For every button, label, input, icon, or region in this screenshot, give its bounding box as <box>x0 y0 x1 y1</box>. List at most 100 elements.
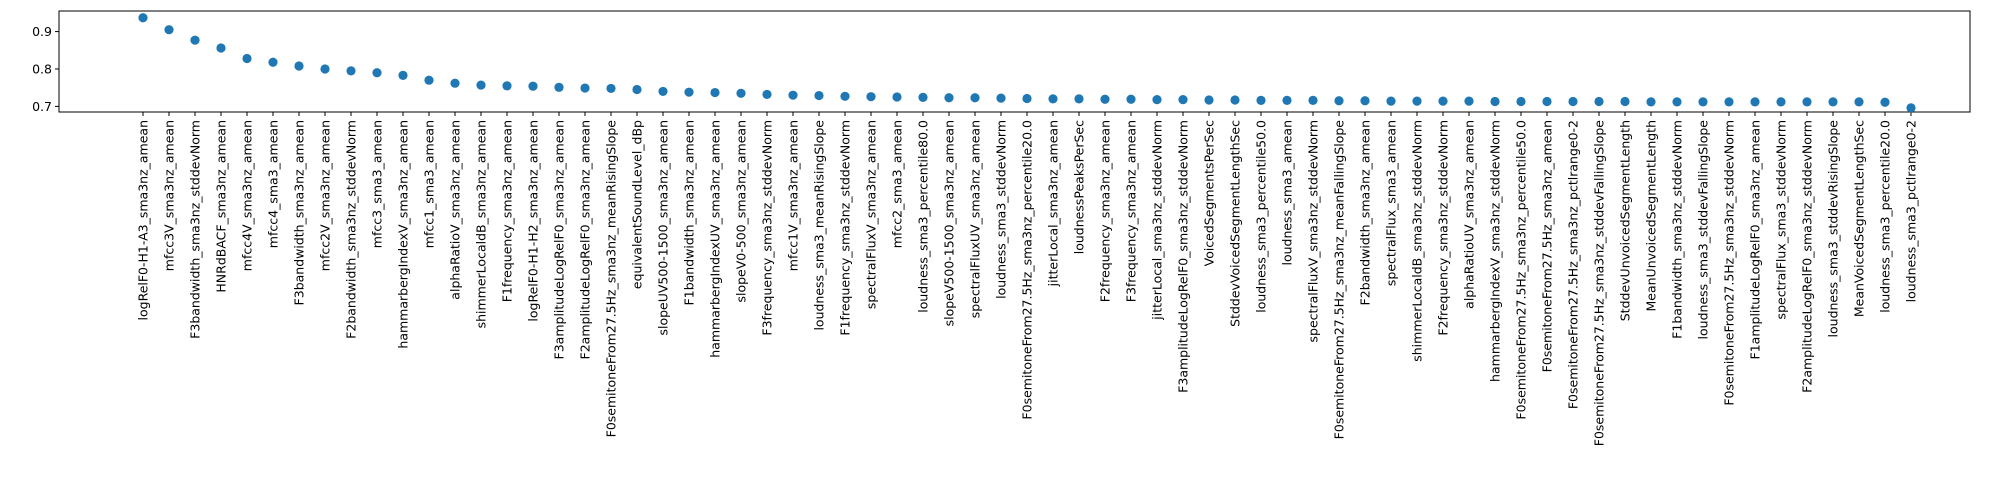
x-tick-label: logRelF0-H1-H2_sma3nz_amean <box>526 120 541 322</box>
data-point <box>1646 97 1656 107</box>
x-tick-label: F3frequency_sma3nz_stddevNorm <box>760 120 775 336</box>
data-point <box>1282 95 1292 106</box>
data-point <box>736 88 746 98</box>
x-tick-label: mfcc3V_sma3nz_amean <box>162 120 177 271</box>
x-tick-label: loudness_sma3_percentile20.0 <box>1878 120 1893 313</box>
data-point <box>1906 103 1916 113</box>
data-point <box>1178 95 1188 105</box>
x-tick-label: F3amplitudeLogRelF0_sma3nz_amean <box>552 120 567 359</box>
x-tick-label: mfcc2V_sma3nz_amean <box>318 120 333 271</box>
x-tick-label: F3amplitudeLogRelF0_sma3nz_stddevNorm <box>1176 120 1191 393</box>
data-point <box>970 93 980 103</box>
data-point <box>1100 94 1110 104</box>
x-tick-label: loudness_sma3_meanRisingSlope <box>812 120 827 331</box>
data-point <box>1490 96 1500 107</box>
data-point <box>1152 95 1162 105</box>
x-tick-label: F0semitoneFrom27.5Hz_sma3nz_percentile20… <box>1020 120 1035 420</box>
data-point <box>1386 96 1396 106</box>
y-tick-label: 0.9 <box>32 24 52 39</box>
x-tick-label: mfcc1_sma3_amean <box>422 120 437 248</box>
x-tick-label: jitterLocal_sma3nz_stddevNorm <box>1150 120 1165 321</box>
x-tick-label: loudnessPeaksPerSec <box>1072 120 1087 254</box>
data-point <box>1672 97 1682 107</box>
data-point <box>190 35 200 45</box>
x-tick-label: F0semitoneFrom27.5Hz_sma3nz_amean <box>1540 120 1555 372</box>
data-point <box>1048 94 1058 104</box>
x-tick-label: F2frequency_sma3nz_stddevNorm <box>1436 120 1451 336</box>
x-tick-label: mfcc4V_sma3nz_amean <box>240 120 255 271</box>
x-tick-label: shimmerLocaldB_sma3nz_amean <box>474 120 489 328</box>
data-point <box>996 93 1006 103</box>
y-tick-label: 0.8 <box>32 61 52 76</box>
x-tick-label: F1bandwidth_sma3nz_stddevNorm <box>1670 120 1685 339</box>
x-tick-label: StddevVoicedSegmentLengthSec <box>1228 120 1243 327</box>
x-tick-label: F2frequency_sma3nz_amean <box>1098 120 1113 302</box>
x-tick-label: StddevUnvoicedSegmentLength <box>1618 120 1633 321</box>
x-tick-label: loudness_sma3_percentile80.0 <box>916 120 931 313</box>
x-tick-label: VoicedSegmentsPerSec <box>1202 120 1217 267</box>
data-point <box>1334 96 1344 106</box>
data-point <box>1074 94 1084 104</box>
data-point <box>216 43 226 53</box>
data-point <box>632 84 642 95</box>
x-tick-label: MeanVoicedSegmentLengthSec <box>1852 120 1867 317</box>
x-tick-label: loudness_sma3_stddevFallingSlope <box>1696 120 1711 340</box>
x-tick-label: loudness_sma3_stddevNorm <box>994 120 1009 299</box>
x-tick-label: F0semitoneFrom27.5Hz_sma3nz_stddevNorm <box>1722 120 1737 406</box>
x-tick-label: mfcc4_sma3_amean <box>266 120 281 248</box>
x-tick-label: F1amplitudeLogRelF0_sma3nz_amean <box>1748 120 1763 359</box>
data-point <box>788 90 798 100</box>
x-tick-label: mfcc3_sma3_amean <box>370 120 385 248</box>
data-point <box>684 87 694 97</box>
data-point <box>372 68 382 78</box>
data-point <box>1022 93 1032 104</box>
data-point <box>398 70 408 80</box>
data-point <box>268 57 278 67</box>
x-tick-label: F1bandwidth_sma3nz_amean <box>682 120 697 305</box>
data-point <box>1776 97 1786 107</box>
x-tick-label: hammarbergIndexV_sma3nz_amean <box>396 120 411 349</box>
x-tick-label: spectralFluxV_sma3nz_stddevNorm <box>1306 120 1321 342</box>
data-point <box>1126 94 1136 104</box>
data-points <box>138 13 1916 113</box>
x-tick-label: mfcc2_sma3_amean <box>890 120 905 248</box>
data-point <box>450 78 460 88</box>
y-axis: 0.70.80.9 <box>32 24 59 114</box>
data-point <box>1724 97 1734 107</box>
x-tick-label: alphaRatioV_sma3nz_amean <box>448 120 463 300</box>
plot-frame <box>58 10 1971 113</box>
data-point <box>424 75 434 85</box>
x-tick-label: hammarbergIndexV_sma3nz_stddevNorm <box>1488 120 1503 382</box>
data-point <box>580 83 590 93</box>
x-tick-label: F3frequency_sma3nz_amean <box>1124 120 1139 302</box>
x-tick-label: F0semitoneFrom27.5Hz_sma3nz_percentile50… <box>1514 120 1529 420</box>
data-point <box>1542 96 1552 107</box>
data-point <box>554 82 564 92</box>
x-tick-label: MeanUnvoicedSegmentLength <box>1644 120 1659 312</box>
x-tick-label: HNRdBACF_sma3nz_amean <box>214 120 229 293</box>
x-tick-label: alphaRatioUV_sma3nz_amean <box>1462 120 1477 309</box>
data-point <box>1230 95 1240 105</box>
x-tick-label: F2bandwidth_sma3nz_amean <box>1358 120 1373 305</box>
x-tick-label: equivalentSoundLevel_dBp <box>630 120 645 289</box>
data-point <box>1516 96 1526 107</box>
data-point <box>1750 97 1760 107</box>
data-point <box>1256 95 1266 106</box>
x-tick-label: F3bandwidth_sma3nz_amean <box>292 120 307 305</box>
data-point <box>1204 95 1214 105</box>
data-point <box>840 91 850 101</box>
data-point <box>1438 96 1448 106</box>
x-tick-label: loudness_sma3_pctlrange0-2 <box>1904 120 1919 302</box>
x-tick-label: F1frequency_sma3nz_stddevNorm <box>838 120 853 336</box>
data-point <box>762 89 772 100</box>
data-point <box>944 93 954 103</box>
x-tick-label: spectralFluxUV_sma3nz_amean <box>968 120 983 318</box>
data-point <box>1568 96 1578 107</box>
data-point <box>502 81 512 91</box>
data-point <box>1828 97 1838 107</box>
data-point <box>1308 95 1318 106</box>
x-tick-label: F0semitoneFrom27.5Hz_sma3nz_meanFallingS… <box>1332 120 1347 440</box>
data-point <box>710 87 720 98</box>
data-point <box>1880 97 1890 107</box>
